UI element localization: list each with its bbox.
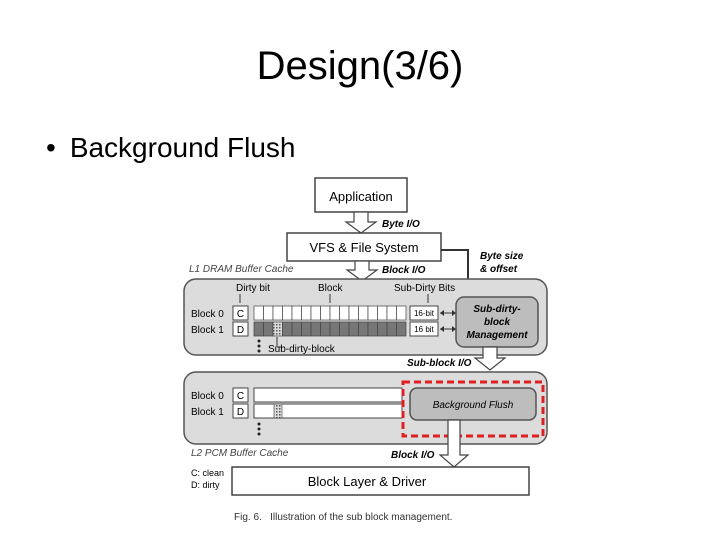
- byte-size-connector: [441, 249, 469, 292]
- figure-caption: Fig. 6. Illustration of the sub block ma…: [234, 512, 452, 523]
- block-io-label-2: Block I/O: [391, 450, 435, 461]
- bullet-item: • Background Flush: [46, 132, 296, 164]
- l1-ellipsis-dots: [257, 339, 261, 353]
- sub-block-cell: [377, 305, 388, 321]
- sub-block-cell: [358, 321, 369, 337]
- l1-block1-flag: D: [237, 325, 244, 336]
- sub-block-cell: [263, 321, 274, 337]
- sub-block-cell: [301, 305, 312, 321]
- bits16-box-b: [409, 321, 439, 337]
- sub-dirty-block-label: Sub-dirty-block: [268, 344, 336, 355]
- mgmt-label-3: Management: [466, 330, 528, 341]
- l1-block1-flag-cell: [232, 321, 249, 337]
- sub-block-cell: [320, 305, 331, 321]
- l2-dirty-sub-block: [273, 403, 283, 419]
- vfs-label: VFS & File System: [309, 240, 418, 255]
- bits16-arrowhead-a: [440, 310, 456, 316]
- sub-block-cell: [396, 305, 407, 321]
- sub-block-io-label: Sub-block I/O: [407, 358, 472, 369]
- l2-block1-label: Block 1: [191, 407, 224, 418]
- sub-block-cell: [263, 305, 274, 321]
- bullet-dot: •: [46, 132, 56, 163]
- background-flush-box: [409, 387, 537, 421]
- mgmt-label-2: block: [484, 317, 511, 328]
- mgmt-label-1: Sub-dirty-: [473, 304, 521, 315]
- sub-block-cell: [253, 305, 264, 321]
- sub-block-cell: [386, 305, 397, 321]
- sub-block-cell: [320, 321, 331, 337]
- bits16-arrowhead-b: [440, 326, 456, 332]
- l1-block0-flag-cell: [232, 305, 249, 321]
- sub-block-cell: [282, 305, 293, 321]
- sub-block-cell: [282, 321, 293, 337]
- sub-block-cell: [272, 305, 283, 321]
- l2-cache-label: L2 PCM Buffer Cache: [191, 448, 289, 459]
- sub-block-cell: [253, 321, 264, 337]
- block-layer-label: Block Layer & Driver: [308, 474, 427, 489]
- l2-block0-data: [253, 387, 403, 403]
- sub-block-cell: [291, 321, 302, 337]
- dirty-sub-block-cell: [272, 321, 283, 337]
- dirty-bit-header: Dirty bit: [236, 283, 270, 294]
- legend-dirty: D: dirty: [191, 480, 220, 490]
- arrow-mgmt-to-l2: [473, 346, 507, 371]
- l2-block1-flag: D: [237, 407, 244, 418]
- sub-block-cell: [348, 321, 359, 337]
- sub-block-cell: [329, 305, 340, 321]
- background-flush-highlight: [401, 380, 545, 438]
- l2-ellipsis-dots: [257, 422, 261, 436]
- l2-block0-flag: C: [237, 391, 244, 402]
- byte-size-label-1: Byte size: [480, 251, 524, 262]
- l2-block0-label: Block 0: [191, 391, 224, 402]
- arrow-flush-to-block-layer: [438, 419, 470, 468]
- l1-cache-label: L1 DRAM Buffer Cache: [189, 264, 294, 275]
- sub-block-cell: [348, 305, 359, 321]
- sub-block-cell: [301, 321, 312, 337]
- sub-block-cell: [339, 321, 350, 337]
- sub-block-cell: [310, 305, 321, 321]
- l1-block0-label: Block 0: [191, 309, 224, 320]
- byte-size-label-2: & offset: [480, 264, 518, 275]
- bits16-label-b: 16 bit: [414, 325, 434, 334]
- sub-dirty-bits-header: Sub-Dirty Bits: [394, 283, 455, 294]
- bits16-label-a: 16-bit: [414, 309, 435, 318]
- bits16-box-a: [409, 305, 439, 321]
- sub-block-cell: [396, 321, 407, 337]
- l1-block0-flag: C: [237, 309, 244, 320]
- byte-io-label: Byte I/O: [382, 219, 420, 230]
- sub-block-cell: [367, 321, 378, 337]
- bullet-text: Background Flush: [69, 132, 296, 163]
- arrow-app-to-vfs: [344, 211, 378, 234]
- sub-block-cell: [358, 305, 369, 321]
- application-label: Application: [329, 189, 393, 204]
- sub-block-cell: [367, 305, 378, 321]
- application-box: [314, 177, 408, 213]
- legend-clean: C: clean: [191, 468, 224, 478]
- l1-block1-label: Block 1: [191, 325, 224, 336]
- sub-block-cell: [310, 321, 321, 337]
- background-flush-label: Background Flush: [433, 400, 514, 411]
- vfs-box: [286, 232, 442, 262]
- sub-block-cell: [339, 305, 350, 321]
- l1-block1-row: [253, 321, 407, 337]
- sub-block-cell: [329, 321, 340, 337]
- arrow-vfs-to-l1: [345, 260, 379, 282]
- sub-block-cell: [291, 305, 302, 321]
- l1-block0-row: [253, 305, 407, 321]
- block-layer-box: [231, 466, 530, 496]
- slide-title: Design(3/6): [256, 44, 464, 88]
- block-header: Block: [318, 283, 343, 294]
- sub-block-cell: [377, 321, 388, 337]
- l2-block1-flag-cell: [232, 403, 249, 419]
- block-io-label-1: Block I/O: [382, 265, 426, 276]
- sub-block-cell: [386, 321, 397, 337]
- l2-block0-flag-cell: [232, 387, 249, 403]
